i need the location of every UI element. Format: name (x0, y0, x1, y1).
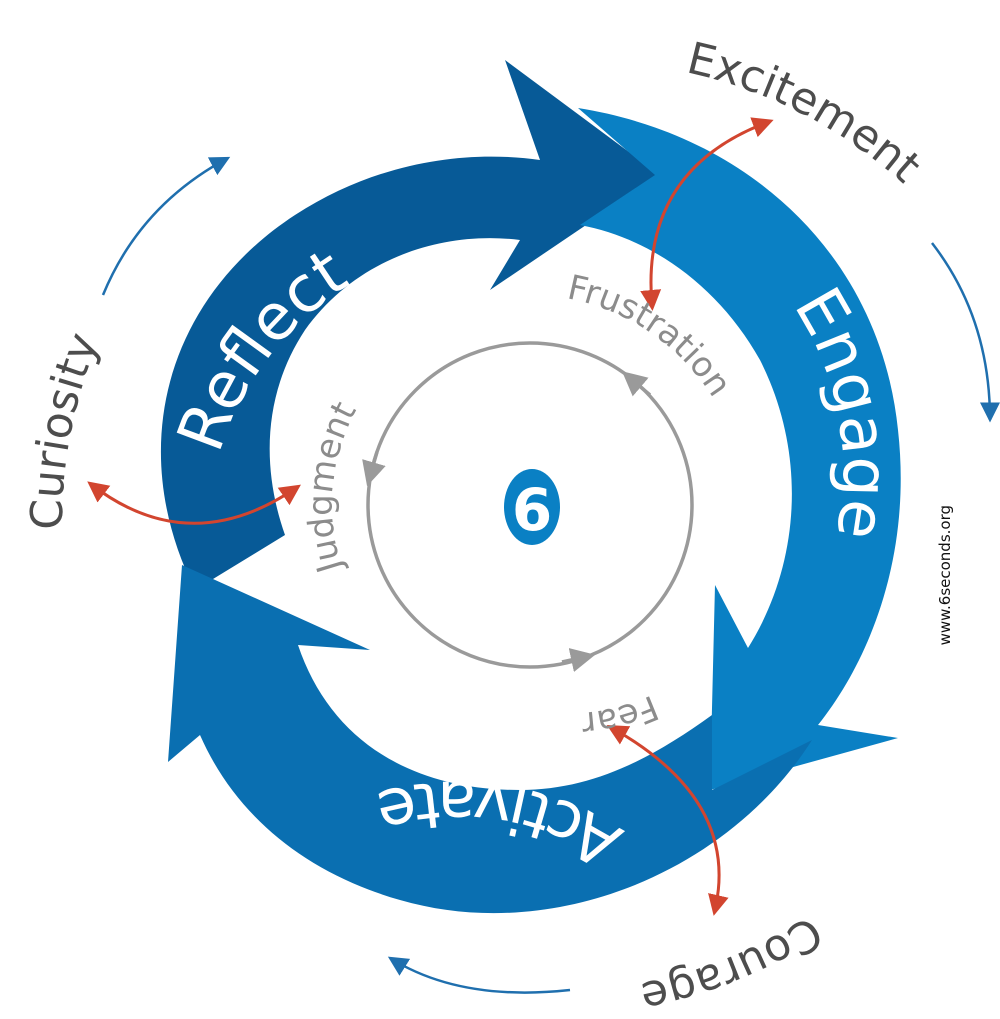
reflect-arrow (160, 60, 660, 590)
website-url: www.6seconds.org (936, 505, 954, 645)
inner-label-judgment: Judgment (301, 395, 365, 579)
red-arrow-curiosity-judgment (87, 481, 301, 525)
inner-cycle-arrow-top (621, 371, 652, 397)
outer-label-curiosity: Curiosity (22, 326, 109, 530)
outer-arrow-bottom (387, 956, 571, 994)
inner-cycle-circle (366, 341, 694, 669)
outer-label-courage: Courage (637, 906, 831, 1014)
red-arrow-fear-courage (606, 725, 729, 916)
inner-cycle-arrow-bottom (561, 648, 596, 672)
outer-arrow-right (931, 242, 1000, 423)
logo-glyph: 6 (512, 476, 552, 544)
engage-arrow (578, 108, 901, 790)
outer-arrow-top-left (101, 156, 231, 296)
six-seconds-logo-icon: 6 (504, 469, 560, 545)
inner-cycle-arrow-left (362, 451, 386, 487)
red-arrow-excitement-frustration (640, 117, 774, 311)
